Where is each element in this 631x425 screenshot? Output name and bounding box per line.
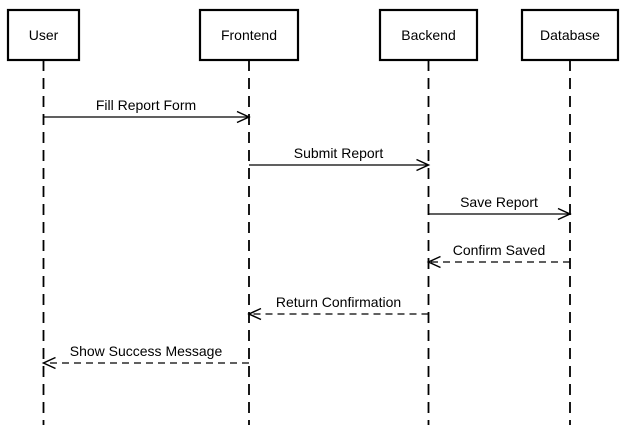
message-label-fill-report-form: Fill Report Form	[96, 97, 196, 113]
message-label-confirm-saved: Confirm Saved	[453, 242, 546, 258]
actor-box-frontend	[198, 8, 300, 62]
message-label-show-success-message: Show Success Message	[70, 343, 223, 359]
message-label-return-confirmation: Return Confirmation	[276, 294, 401, 310]
actor-box-user	[6, 8, 81, 62]
actor-label-database: Database	[540, 27, 600, 43]
message-label-save-report: Save Report	[460, 194, 538, 210]
actor-label-user: User	[29, 27, 59, 43]
message-label-submit-report: Submit Report	[294, 145, 384, 161]
actor-box-database	[520, 8, 620, 62]
actor-box-backend	[378, 8, 479, 62]
actor-label-frontend: Frontend	[221, 27, 277, 43]
actor-label-backend: Backend	[401, 27, 455, 43]
